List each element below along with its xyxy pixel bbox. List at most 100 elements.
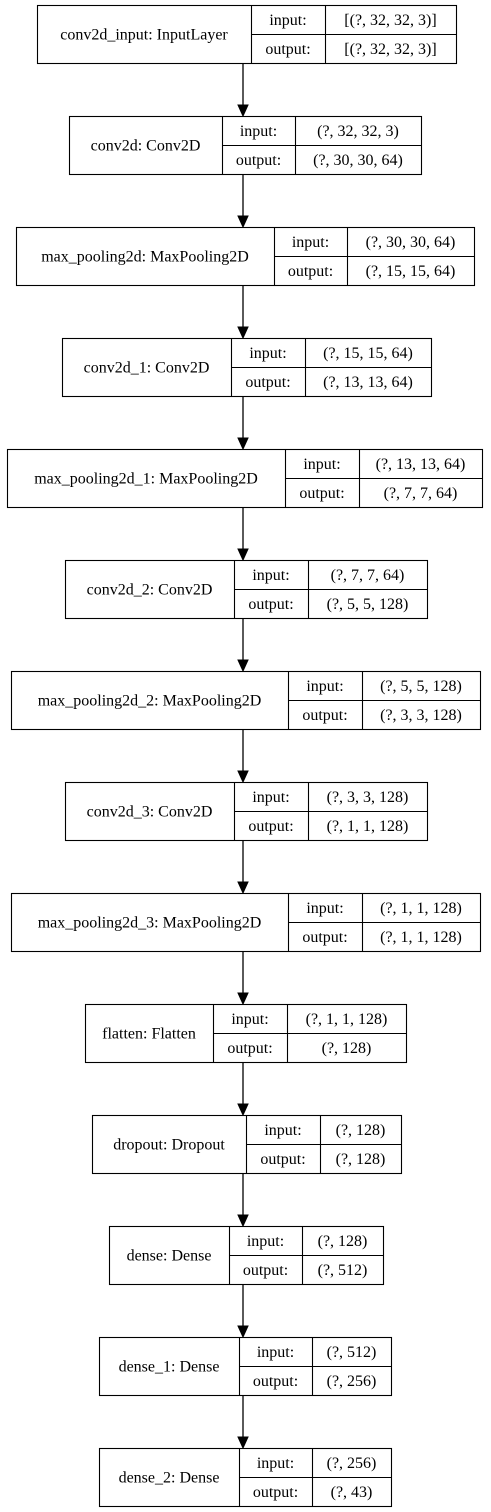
layer-node: dense_1: Dense input: output: (?, 512) (?, 2…: [98, 1336, 393, 1397]
layer-node: dense: Dense input: output: (?, 128) (?, 512…: [108, 1225, 385, 1286]
arrowhead-icon: [237, 659, 249, 673]
layer-node: flatten: Flatten input: output: (?, 1, 1, 1…: [84, 1003, 408, 1064]
input-shape: (?, 32, 32, 3): [317, 123, 399, 140]
input-shape: (?, 1, 1, 128): [306, 1011, 388, 1028]
input-label: input:: [306, 678, 343, 695]
edge-arrow: [237, 1173, 249, 1228]
layer-node: conv2d: Conv2D input: output: (?, 32, 32, 3…: [68, 115, 423, 176]
output-label: output:: [248, 596, 293, 613]
input-label: input:: [306, 900, 343, 917]
layer-name: conv2d_1: Conv2D: [84, 360, 210, 377]
output-shape: (?, 7, 7, 64): [384, 485, 458, 502]
input-shape: (?, 13, 13, 64): [376, 456, 466, 473]
edge-arrow: [237, 840, 249, 895]
edge-arrow: [237, 1284, 249, 1339]
layer-node: conv2d_1: Conv2D input: output: (?, 15, 15,…: [61, 337, 433, 398]
layer-name: dropout: Dropout: [113, 1137, 225, 1154]
edge-arrow: [237, 396, 249, 451]
edge-arrow: [237, 1062, 249, 1117]
output-shape: (?, 5, 5, 128): [327, 596, 409, 613]
output-label: output:: [243, 1262, 288, 1279]
input-label: input:: [264, 1122, 301, 1139]
output-label: output:: [253, 1373, 298, 1390]
input-label: input:: [240, 123, 277, 140]
layer-node: max_pooling2d: MaxPooling2Dinput:output:…: [15, 226, 476, 287]
layer-name: conv2d_input: InputLayer: [60, 27, 228, 44]
input-label: input:: [252, 789, 289, 806]
edge-arrow: [237, 729, 249, 784]
output-label: output:: [245, 374, 290, 391]
arrowhead-icon: [237, 326, 249, 340]
output-shape: (?, 128): [322, 1040, 372, 1057]
arrowhead-icon: [237, 1103, 249, 1117]
output-label: output:: [265, 41, 310, 58]
input-label: input:: [303, 456, 340, 473]
arrowhead-icon: [237, 437, 249, 451]
input-shape: (?, 30, 30, 64): [366, 234, 456, 251]
edge-arrow: [237, 285, 249, 340]
layer-node: conv2d_2: Conv2D input: output: (?, 7, 7, 6…: [64, 559, 429, 620]
input-shape: (?, 512): [327, 1344, 377, 1361]
layer-name: dense_2: Dense: [119, 1470, 220, 1487]
output-label: output:: [288, 263, 333, 280]
output-label: output:: [299, 485, 344, 502]
arrowhead-icon: [237, 104, 249, 118]
edge-arrow: [237, 1395, 249, 1450]
output-shape: (?, 512): [318, 1262, 368, 1279]
layer-name: max_pooling2d_1: MaxPooling2D: [34, 471, 258, 488]
output-shape: (?, 43): [331, 1484, 373, 1501]
output-label: output:: [260, 1151, 305, 1168]
layer-name: conv2d_2: Conv2D: [87, 582, 213, 599]
arrowhead-icon: [237, 1436, 249, 1450]
input-shape: (?, 1, 1, 128): [380, 900, 462, 917]
output-shape: (?, 3, 3, 128): [380, 707, 462, 724]
layer-name: flatten: Flatten: [102, 1026, 196, 1043]
input-label: input:: [231, 1011, 268, 1028]
layer-name: max_pooling2d_2: MaxPooling2D: [38, 693, 262, 710]
output-label: output:: [253, 1484, 298, 1501]
edge-arrow: [237, 951, 249, 1006]
layer-node: max_pooling2d_2: MaxPooling2D input: outpu…: [10, 670, 482, 731]
output-shape: [(?, 32, 32, 3)]: [344, 41, 436, 58]
output-shape: (?, 128): [336, 1151, 386, 1168]
input-label: input:: [247, 1233, 284, 1250]
layer-name: dense_1: Dense: [119, 1359, 220, 1376]
layer-node: max_pooling2d_3: MaxPooling2D input: outpu…: [10, 892, 482, 953]
layer-name: max_pooling2d_3: MaxPooling2D: [38, 915, 262, 932]
layer-name: dense: Dense: [127, 1248, 212, 1265]
arrowhead-icon: [237, 770, 249, 784]
input-shape: (?, 256): [327, 1455, 377, 1472]
layer-name: max_pooling2d: MaxPooling2D: [41, 249, 249, 266]
input-shape: (?, 7, 7, 64): [331, 567, 405, 584]
input-label: input:: [252, 567, 289, 584]
output-label: output:: [302, 929, 347, 946]
output-shape: (?, 1, 1, 128): [327, 818, 409, 835]
arrowhead-icon: [237, 215, 249, 229]
input-label: input:: [269, 12, 306, 29]
output-label: output:: [227, 1040, 272, 1057]
arrowhead-icon: [237, 881, 249, 895]
layer-node: dropout: Dropout input: output: (?, 128) (?,…: [91, 1114, 403, 1175]
output-label: output:: [302, 707, 347, 724]
input-label: input:: [249, 345, 286, 362]
input-label: input:: [257, 1344, 294, 1361]
input-shape: (?, 128): [318, 1233, 368, 1250]
input-shape: (?, 3, 3, 128): [327, 789, 409, 806]
arrowhead-icon: [237, 1325, 249, 1339]
output-shape: (?, 256): [327, 1373, 377, 1390]
input-shape: (?, 128): [336, 1122, 386, 1139]
output-label: output:: [236, 152, 281, 169]
input-shape: (?, 5, 5, 128): [380, 678, 462, 695]
layer-name: conv2d: Conv2D: [91, 138, 201, 155]
layer-node: max_pooling2d_1: MaxPooling2D input: outpu…: [6, 448, 484, 509]
input-shape: (?, 15, 15, 64): [323, 345, 413, 362]
arrowhead-icon: [237, 1214, 249, 1228]
layer-name: conv2d_3: Conv2D: [87, 804, 213, 821]
layer-node: dense_2: Dense input: output: (?, 256) (?, 4…: [98, 1447, 393, 1508]
edge-arrow: [237, 507, 249, 562]
edge-arrow: [237, 63, 249, 118]
input-label: input:: [257, 1455, 294, 1472]
edge-arrow: [237, 618, 249, 673]
